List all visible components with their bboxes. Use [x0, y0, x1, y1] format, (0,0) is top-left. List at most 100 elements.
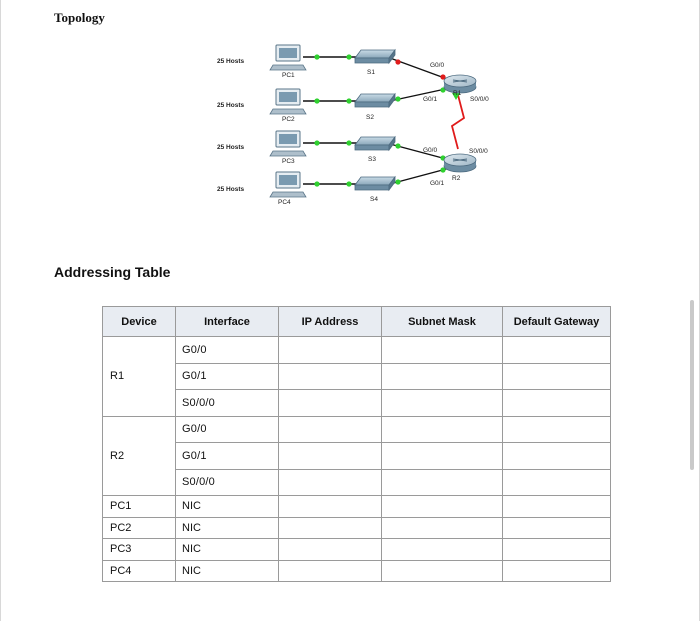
subnet-mask-cell[interactable]	[381, 495, 503, 518]
hosts-label-1: 25 Hosts	[217, 58, 244, 65]
col-subnet-mask: Subnet Mask	[381, 306, 503, 337]
device-cell-pc3: PC3	[102, 538, 176, 561]
interface-cell: G0/0	[175, 415, 279, 443]
s3-label: S3	[368, 156, 376, 163]
r1-s000-label: S0/0/0	[470, 96, 489, 103]
interface-cell: NIC	[175, 559, 279, 582]
table-row: R1 G0/0	[102, 336, 611, 417]
pc1-icon[interactable]	[269, 44, 307, 71]
link-s4-r2	[389, 167, 451, 185]
table-row: PC4 NIC	[102, 559, 611, 582]
subnet-mask-cell[interactable]	[381, 362, 503, 390]
s4-icon[interactable]	[354, 175, 396, 192]
default-gateway-cell[interactable]	[502, 495, 611, 518]
pc3-label: PC3	[282, 158, 295, 165]
default-gateway-cell[interactable]	[502, 362, 611, 390]
subnet-mask-cell[interactable]	[381, 389, 503, 417]
table-row: R2 G0/0	[102, 415, 611, 496]
default-gateway-cell[interactable]	[502, 538, 611, 561]
addressing-table-heading: Addressing Table	[54, 264, 171, 280]
serial-link-r1-r2	[450, 93, 466, 150]
subnet-mask-cell[interactable]	[381, 415, 503, 443]
device-cell-pc2: PC2	[102, 516, 176, 539]
link-pc2-s2	[303, 98, 358, 104]
table-row: G0/1	[103, 362, 611, 390]
table-row: PC1 NIC	[102, 495, 611, 518]
topology-heading: Topology	[54, 10, 105, 25]
s4-label: S4	[370, 196, 378, 203]
default-gateway-cell[interactable]	[502, 559, 611, 582]
table-row: S0/0/0	[103, 389, 611, 417]
pc1-label: PC1	[282, 72, 295, 79]
ip-address-cell[interactable]	[278, 389, 382, 417]
pc3-icon[interactable]	[269, 130, 307, 157]
r2-g00-label: G0/0	[423, 147, 437, 154]
ip-address-cell[interactable]	[278, 362, 382, 390]
default-gateway-cell[interactable]	[502, 336, 611, 364]
s1-label: S1	[367, 69, 375, 76]
interface-cell: G0/1	[175, 362, 279, 390]
ip-address-cell[interactable]	[278, 559, 382, 582]
ip-address-cell[interactable]	[278, 442, 382, 470]
device-cell-pc4: PC4	[102, 559, 176, 582]
link-s1-r1	[389, 57, 451, 81]
interface-cell: S0/0/0	[175, 389, 279, 417]
interface-cell: NIC	[175, 516, 279, 539]
table-header-row: Device Interface IP Address Subnet Mask …	[102, 306, 611, 337]
subnet-mask-cell[interactable]	[381, 538, 503, 561]
table-row: PC2 NIC	[102, 516, 611, 539]
default-gateway-cell[interactable]	[502, 389, 611, 417]
r1-g01-label: G0/1	[423, 96, 437, 103]
subnet-mask-cell[interactable]	[381, 468, 503, 496]
default-gateway-cell[interactable]	[502, 415, 611, 443]
ip-address-cell[interactable]	[278, 538, 382, 561]
s1-icon[interactable]	[354, 48, 396, 65]
pc2-label: PC2	[282, 116, 295, 123]
addressing-table: Device Interface IP Address Subnet Mask …	[102, 306, 611, 582]
link-pc4-s4	[303, 181, 358, 187]
s2-label: S2	[366, 114, 374, 121]
default-gateway-cell[interactable]	[502, 442, 611, 470]
link-pc1-s1	[303, 54, 358, 60]
ip-address-cell[interactable]	[278, 415, 382, 443]
subnet-mask-cell[interactable]	[381, 516, 503, 539]
interface-cell: S0/0/0	[175, 468, 279, 496]
default-gateway-cell[interactable]	[502, 516, 611, 539]
hosts-label-3: 25 Hosts	[217, 144, 244, 151]
scrollbar[interactable]	[690, 300, 694, 470]
subnet-mask-cell[interactable]	[381, 442, 503, 470]
device-cell-r2: R2	[102, 415, 176, 496]
ip-address-cell[interactable]	[278, 468, 382, 496]
r2-icon[interactable]	[443, 153, 477, 173]
subnet-mask-cell[interactable]	[381, 559, 503, 582]
r2-s000-label: S0/0/0	[469, 148, 488, 155]
device-cell-r1: R1	[102, 336, 176, 417]
col-ip-address: IP Address	[278, 306, 382, 337]
pc2-icon[interactable]	[269, 88, 307, 115]
s2-icon[interactable]	[354, 92, 396, 109]
r2-g01-label: G0/1	[430, 180, 444, 187]
device-cell-pc1: PC1	[102, 495, 176, 518]
ip-address-cell[interactable]	[278, 336, 382, 364]
pc4-label: PC4	[278, 199, 291, 206]
subnet-mask-cell[interactable]	[381, 336, 503, 364]
ip-address-cell[interactable]	[278, 495, 382, 518]
hosts-label-2: 25 Hosts	[217, 102, 244, 109]
ip-address-cell[interactable]	[278, 516, 382, 539]
table-row: G0/1	[103, 442, 611, 470]
link-s3-r2	[389, 143, 451, 161]
table-row: PC3 NIC	[102, 538, 611, 561]
interface-cell: G0/1	[175, 442, 279, 470]
r1-icon[interactable]	[443, 74, 477, 94]
interface-cell: NIC	[175, 538, 279, 561]
s3-icon[interactable]	[354, 135, 396, 152]
hosts-label-4: 25 Hosts	[217, 186, 244, 193]
default-gateway-cell[interactable]	[502, 468, 611, 496]
table-row: S0/0/0	[103, 468, 611, 496]
interface-cell: NIC	[175, 495, 279, 518]
r1-label: R1	[453, 90, 462, 97]
pc4-icon[interactable]	[269, 171, 307, 198]
topology-diagram: 25 Hosts 25 Hosts 25 Hosts 25 Hosts PC1 …	[217, 44, 489, 206]
col-device: Device	[102, 306, 176, 337]
link-pc3-s3	[303, 140, 358, 146]
